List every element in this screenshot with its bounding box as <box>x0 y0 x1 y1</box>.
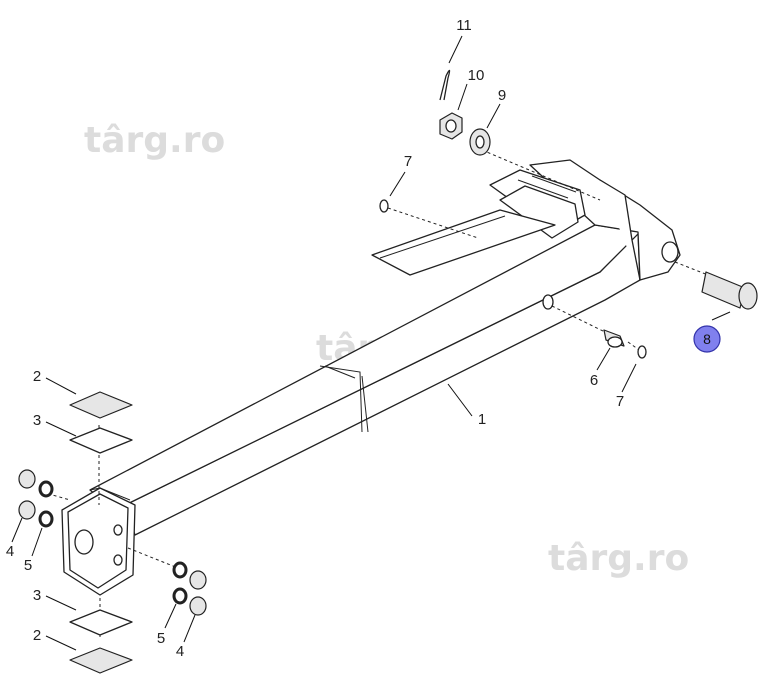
callout-9[interactable]: 9 <box>498 87 506 104</box>
callouts: 11 10 9 7 8 6 7 1 2 3 4 5 5 4 3 2 <box>6 17 721 660</box>
callout-2-bottom[interactable]: 2 <box>33 627 41 644</box>
plug-left-bottom <box>18 500 36 520</box>
callout-8-highlight-circle <box>693 325 721 353</box>
callout-7-top[interactable]: 7 <box>404 153 412 170</box>
tongue-frame <box>61 159 681 596</box>
hex-nut <box>439 112 463 140</box>
callout-6[interactable]: 6 <box>590 372 598 389</box>
callout-7-right[interactable]: 7 <box>616 393 624 410</box>
plug-right-top <box>189 570 207 590</box>
shim <box>69 427 133 454</box>
callout-8-highlighted[interactable]: 8 <box>693 325 721 353</box>
shim <box>69 609 133 636</box>
callout-3-top[interactable]: 3 <box>33 412 41 429</box>
plug-left-top <box>18 469 36 489</box>
callout-11[interactable]: 11 <box>456 17 472 34</box>
o-ring-left-top <box>38 480 54 498</box>
washer <box>469 128 491 156</box>
callout-3-bottom[interactable]: 3 <box>33 587 41 604</box>
pin <box>603 329 625 348</box>
o-ring-left-bottom <box>38 510 54 528</box>
clevis-pin <box>701 271 758 310</box>
callout-4-left[interactable]: 4 <box>6 543 14 560</box>
wear-pad <box>69 391 133 419</box>
callout-8[interactable]: 8 <box>703 331 711 347</box>
wear-pad <box>69 647 133 674</box>
callout-5-right[interactable]: 5 <box>157 630 165 647</box>
watermark-top-left: târg.ro <box>84 120 225 161</box>
callout-5-left[interactable]: 5 <box>24 557 32 574</box>
callout-10[interactable]: 10 <box>468 67 485 84</box>
plug-right-bottom <box>189 596 207 616</box>
callout-1[interactable]: 1 <box>478 411 486 428</box>
callout-2-top[interactable]: 2 <box>33 368 41 385</box>
leader-lines <box>11 35 731 651</box>
o-ring-right-top <box>172 561 188 579</box>
callout-4-right[interactable]: 4 <box>176 643 184 660</box>
snap-ring <box>379 199 389 213</box>
snap-ring <box>637 345 647 359</box>
watermark-bottom-right: târg.ro <box>548 538 689 579</box>
cotter-pin <box>439 69 451 101</box>
o-ring-right-bottom <box>172 587 188 605</box>
